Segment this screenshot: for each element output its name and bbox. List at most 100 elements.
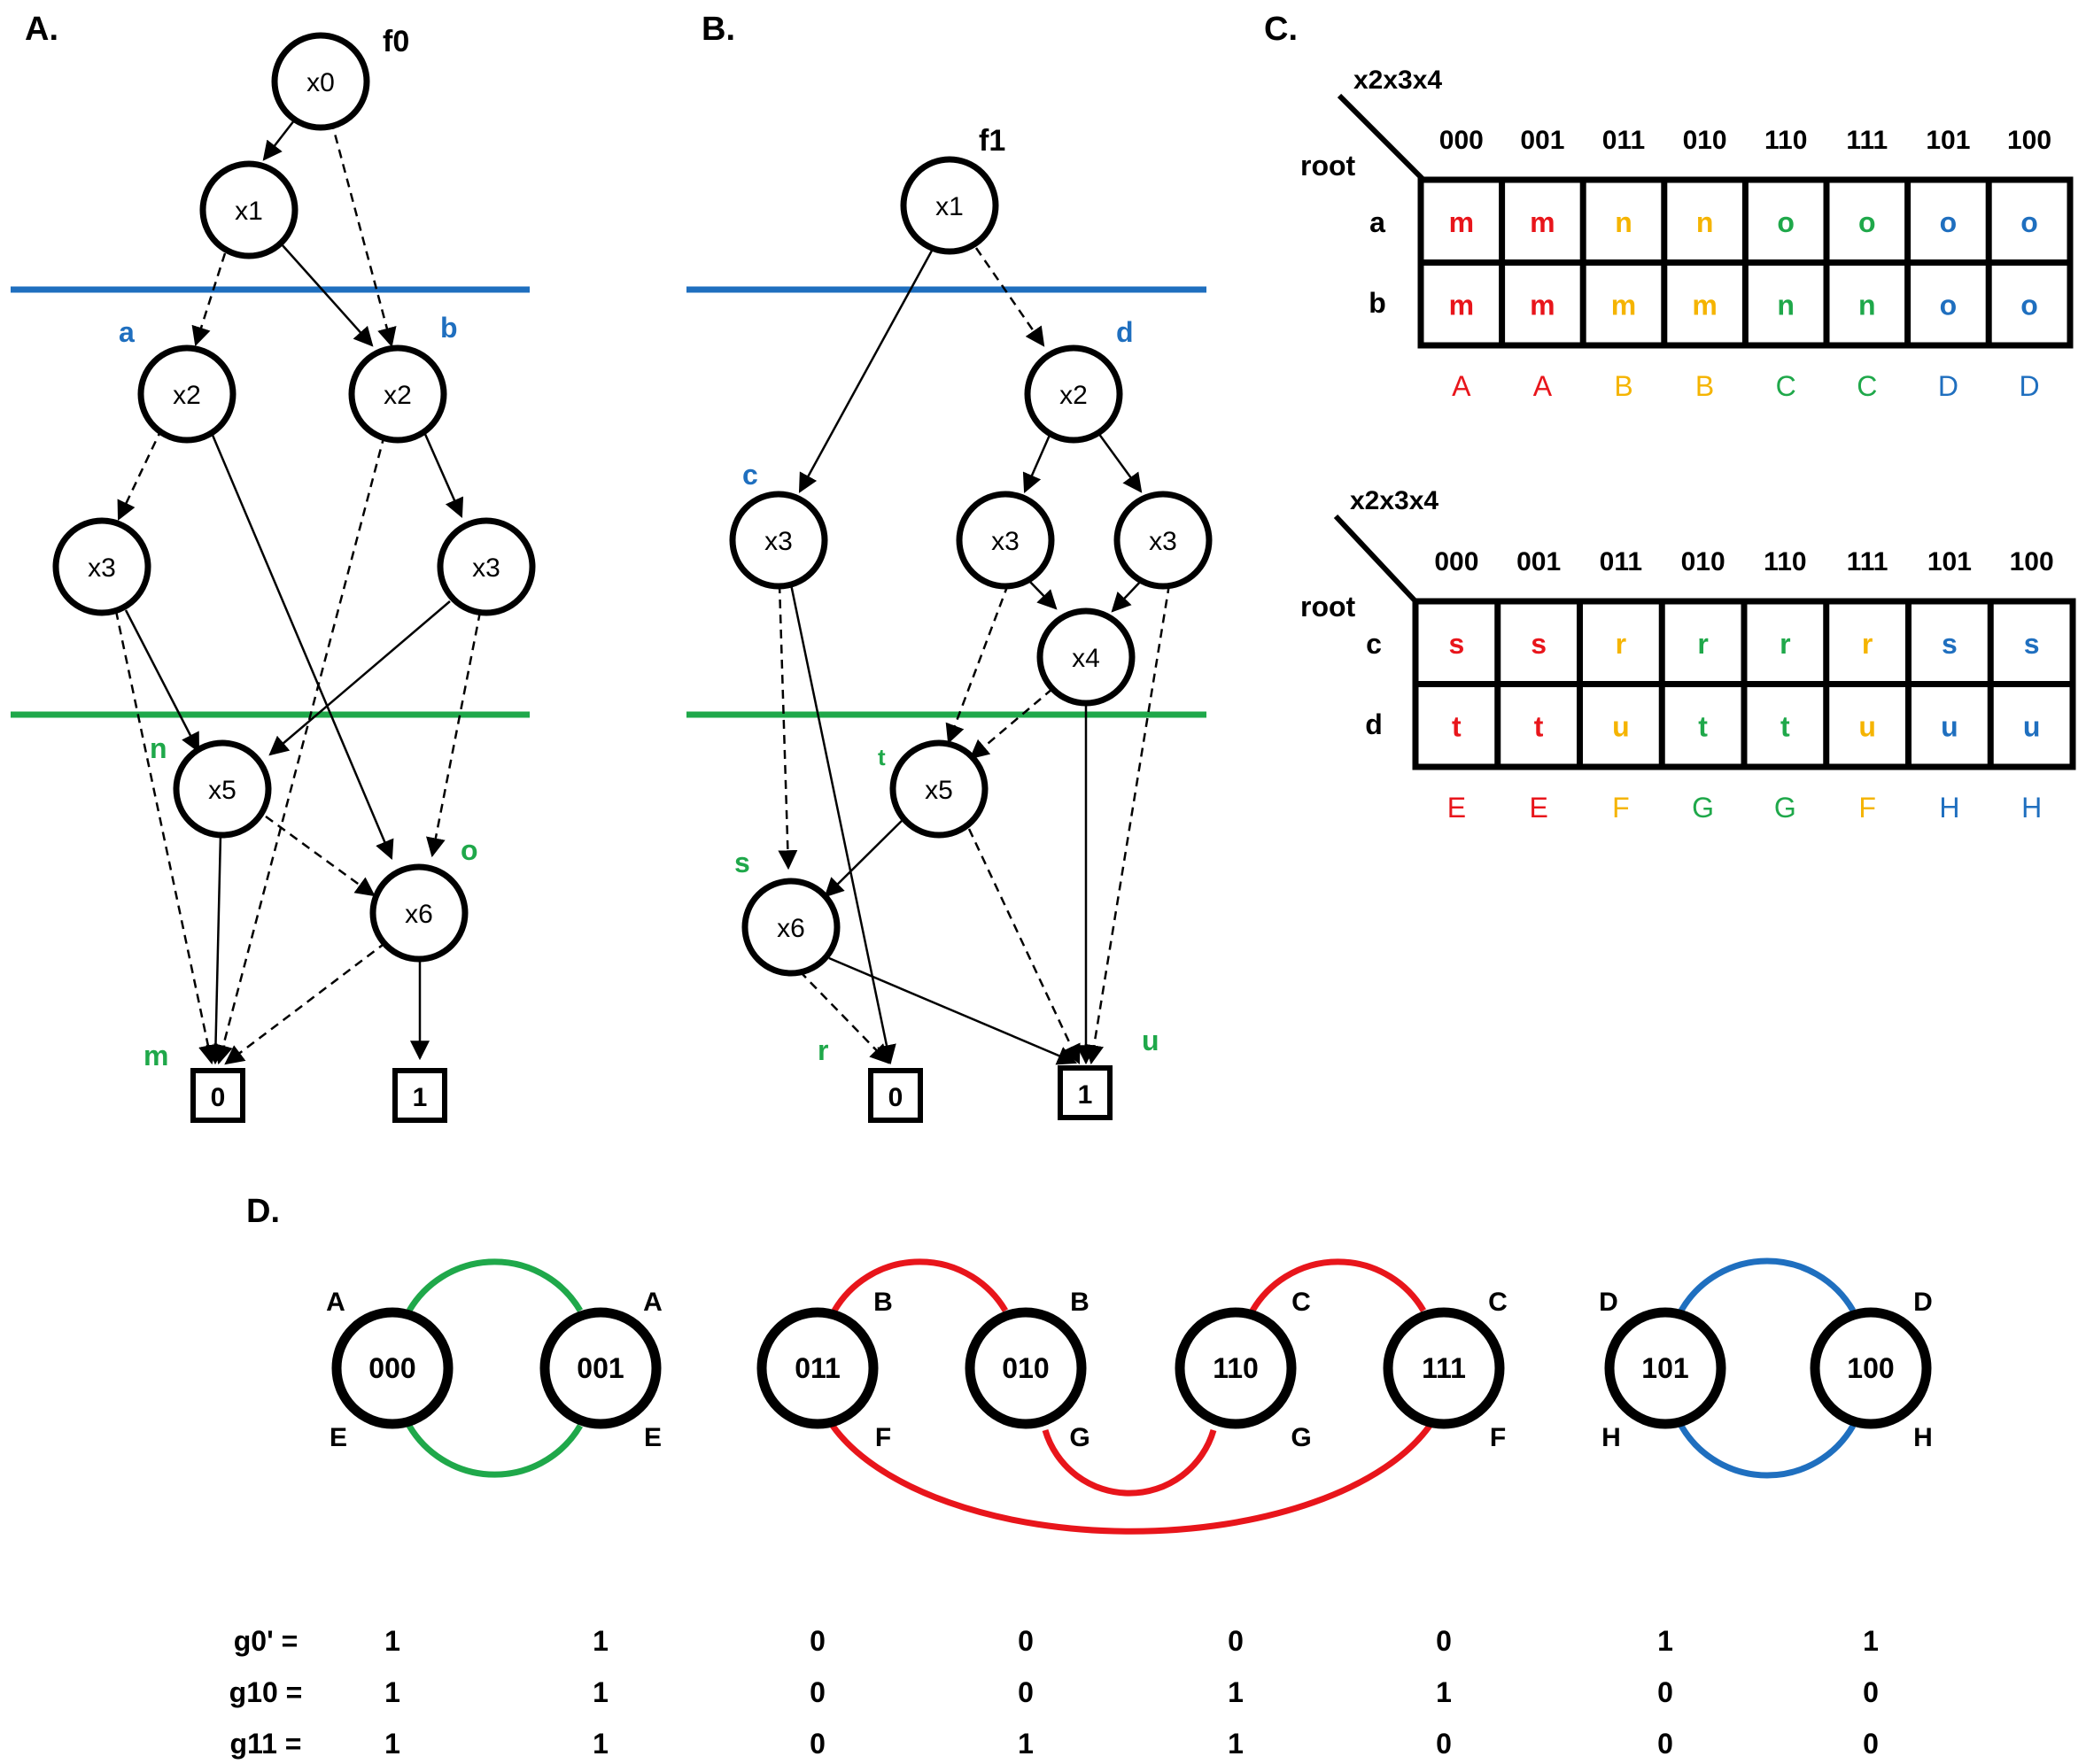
code-node-label: 011 — [795, 1352, 841, 1384]
table-column-header: 011 — [1600, 547, 1642, 576]
cut-label-d: d — [1116, 316, 1134, 348]
code-node-bottom-label: H — [1913, 1423, 1933, 1452]
code-node-circle — [1175, 1307, 1297, 1429]
table-class-label: B — [1695, 370, 1714, 402]
panel-d-arcs — [406, 1257, 1857, 1535]
table-class-label: G — [1774, 792, 1796, 824]
code-node-bottom-label: E — [644, 1423, 662, 1452]
node-label: x0 — [306, 68, 335, 97]
function-row-value: 0 — [810, 1676, 826, 1708]
table-cell: o — [1940, 289, 1958, 321]
table-cell: o — [2020, 289, 2038, 321]
table-class-label: C — [1857, 370, 1877, 402]
node-label: x3 — [764, 527, 793, 556]
function-row-value: 1 — [384, 1625, 400, 1657]
table-cell: r — [1616, 628, 1626, 660]
table-cell: s — [2024, 628, 2040, 660]
edge-x5-x6-solid — [824, 815, 908, 898]
table-cell: s — [1448, 628, 1464, 660]
code-node-000: 000 — [331, 1307, 454, 1429]
function-row-value: 0 — [1228, 1625, 1244, 1657]
table-column-header: 011 — [1602, 126, 1645, 155]
panel-d-label: D. — [246, 1193, 280, 1230]
function-row-value: 0 — [810, 1625, 826, 1657]
panel-a-node-x6: x6 — [369, 863, 469, 963]
table-cell: n — [1615, 206, 1632, 238]
function-row-name: g10 = — [229, 1676, 303, 1708]
function-row-value: 1 — [1863, 1625, 1879, 1657]
table-cell: t — [1534, 710, 1544, 742]
table-cell: u — [1612, 710, 1630, 742]
panel-a-edges — [114, 115, 482, 1065]
table-cell: t — [1698, 710, 1708, 742]
panel-b-node-x3-left: x3 — [729, 491, 828, 590]
edge-x5-0-solid — [205, 833, 226, 1065]
edge-x3a-x5-solid — [124, 609, 200, 753]
panel-a-node-x1: x1 — [199, 160, 299, 259]
panel-a-node-x3-left: x3 — [52, 517, 151, 616]
code-node-label: 001 — [577, 1352, 624, 1384]
code-node-bottom-label: E — [330, 1423, 347, 1452]
cut-label-b: b — [440, 312, 458, 344]
node-label: x3 — [88, 553, 116, 583]
table-root-label: root — [1300, 591, 1356, 623]
node-label: x2 — [384, 381, 412, 410]
panel-b-node-x3-middle: x3 — [956, 491, 1055, 590]
panel-a-terminal-0: 0 — [190, 1068, 245, 1123]
arc-000-001-top — [406, 1258, 584, 1312]
table-row-label-c: c — [1366, 628, 1382, 660]
table-column-header: 001 — [1516, 547, 1561, 576]
panel-a-label: A. — [25, 11, 58, 48]
panel-b-terminal-0: 0 — [868, 1068, 923, 1123]
function-row-value: 0 — [1657, 1728, 1673, 1760]
edge-x6-1-solid — [828, 956, 1078, 1065]
function-row-value: 1 — [593, 1728, 609, 1760]
code-node-label: 101 — [1641, 1352, 1688, 1384]
terminal-label: 0 — [211, 1083, 226, 1112]
table-row-label-b: b — [1369, 287, 1386, 319]
table-corner-diagonal — [1333, 514, 1418, 604]
table-cell: t — [1780, 710, 1790, 742]
panel-b-node-x1: x1 — [900, 156, 999, 255]
panel-c-label: C. — [1264, 11, 1298, 48]
panel-a-node-x3-right: x3 — [437, 517, 536, 616]
node-label: x4 — [1072, 644, 1100, 673]
panel-b: B. f1 x1 x2 — [686, 11, 1213, 1123]
arc-000-001-bottom — [406, 1424, 584, 1478]
code-node-circle — [965, 1307, 1087, 1429]
node-label: x3 — [991, 527, 1020, 556]
cut-label-r: r — [818, 1034, 828, 1066]
edge-x6-0-dashed — [224, 941, 387, 1065]
node-label: x1 — [235, 197, 263, 226]
code-node-top-label: C — [1488, 1288, 1508, 1317]
panel-b-node-x2: x2 — [1024, 344, 1123, 444]
table-column-header: 101 — [1927, 547, 1972, 576]
code-node-circle — [331, 1307, 454, 1429]
edge-x3c-0-solid — [789, 584, 896, 1065]
table-cell: o — [2020, 206, 2038, 238]
edge-x1-x2-dashed — [974, 247, 1045, 347]
code-node-circle — [1383, 1307, 1505, 1429]
table-column-header: 010 — [1683, 126, 1727, 155]
table-var-label: x2x3x4 — [1353, 66, 1442, 95]
edge-x6-0-dashed — [799, 971, 890, 1064]
code-node-top-label: A — [326, 1288, 345, 1317]
code-node-011: 011 — [756, 1307, 879, 1429]
code-node-top-label: B — [873, 1288, 893, 1317]
function-row-name: g11 = — [230, 1728, 302, 1760]
table-column-header: 101 — [1926, 126, 1970, 155]
terminal-label: 1 — [1078, 1080, 1093, 1110]
table-corner-diagonal — [1337, 93, 1426, 182]
cut-label-n: n — [150, 732, 167, 764]
edge-x2b-x3-solid — [423, 431, 464, 519]
edge-x3b-x6-dashed — [426, 611, 482, 858]
table-class-label: F — [1612, 792, 1630, 824]
table-cell: m — [1611, 289, 1636, 321]
panel-a-node-x5: x5 — [173, 739, 272, 839]
table-class-label: E — [1529, 792, 1547, 824]
function-row-value: 0 — [810, 1728, 826, 1760]
code-node-bottom-label: F — [1490, 1423, 1506, 1452]
